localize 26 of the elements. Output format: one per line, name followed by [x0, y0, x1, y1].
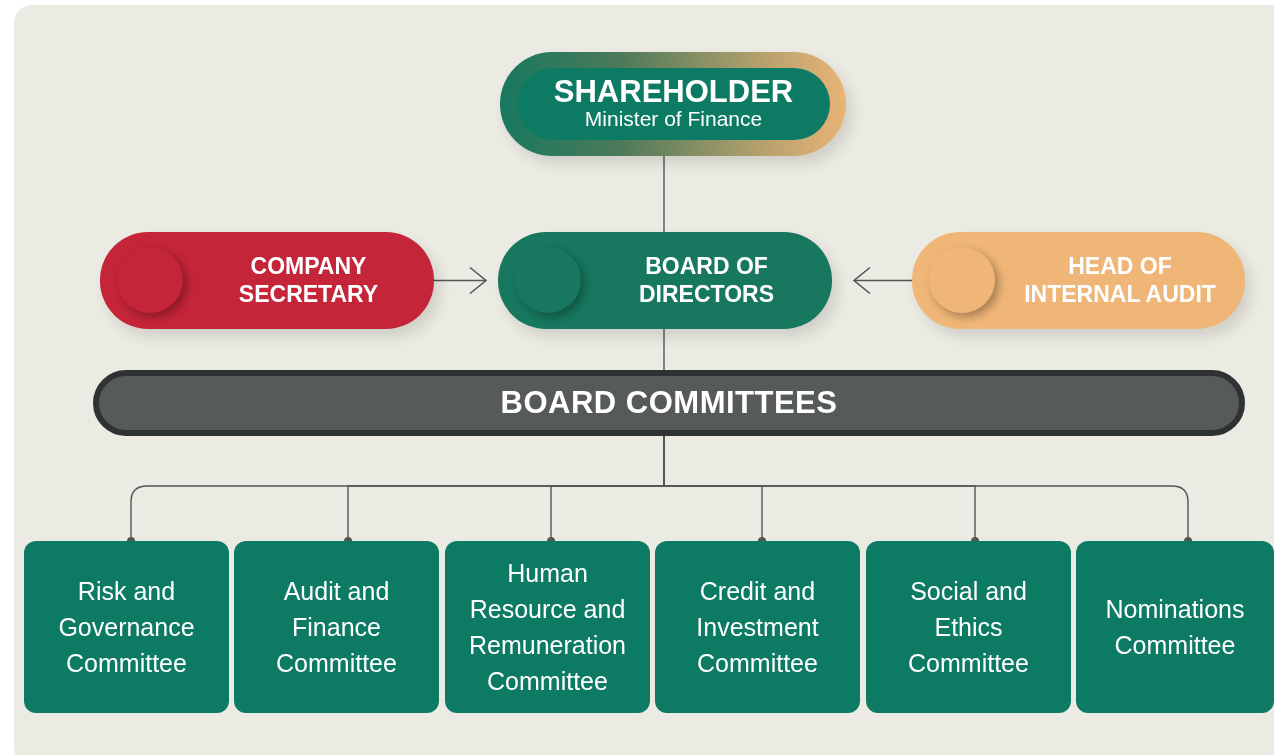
node-label: COMPANY SECRETARY — [237, 252, 380, 309]
connector-line — [433, 266, 487, 295]
committee-label: Audit and Finance Committee — [275, 575, 398, 680]
connector-line — [663, 328, 665, 371]
committee-box — [445, 541, 650, 713]
pill-box — [912, 232, 1245, 329]
committee-label: Social and Ethics Committee — [907, 575, 1030, 680]
gradient-pill-box — [500, 52, 846, 156]
committee-label: Credit and Investment Committee — [695, 575, 820, 680]
committee-box — [866, 541, 1071, 713]
pill-box — [498, 232, 832, 329]
committee-box — [655, 541, 860, 713]
node-heading: SHAREHOLDER — [553, 76, 794, 108]
banner-label: BOARD COMMITTEES — [500, 385, 838, 421]
node-label: HEAD OF INTERNAL AUDIT — [1023, 252, 1217, 309]
connector-line — [853, 266, 913, 295]
node-label: BOARD OF DIRECTORS — [637, 252, 775, 309]
committee-box — [1076, 541, 1274, 713]
committee-box — [24, 541, 229, 713]
pill-box — [100, 232, 434, 329]
committee-label: Nominations Committee — [1104, 593, 1246, 661]
committee-label: Risk and Governance Committee — [57, 575, 196, 680]
committee-label: Human Resource and Remuneration Committee — [468, 557, 627, 698]
node-subtitle: Minister of Finance — [584, 107, 763, 132]
committee-box — [234, 541, 439, 713]
connector-line — [663, 155, 665, 233]
